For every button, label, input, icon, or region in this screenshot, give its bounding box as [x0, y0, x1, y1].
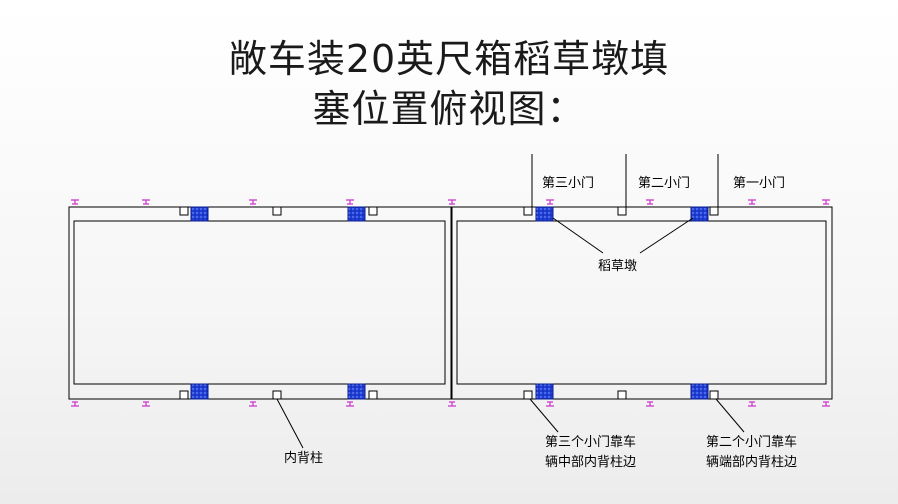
lashing-hook-icon: [748, 401, 756, 407]
lashing-hook-icon: [822, 401, 830, 407]
leader-straw-left: [552, 217, 604, 254]
lashing-hook-icon: [346, 199, 354, 205]
label-note-end-2: 辆端部内背柱边: [706, 454, 797, 470]
inner-post: [617, 206, 627, 216]
lashing-hook-icon: [249, 401, 257, 407]
straw-bale: [347, 383, 366, 400]
title-line-1: 敞车装20英尺箱稻草墩填: [228, 37, 670, 81]
lashing-hook-icon: [71, 199, 79, 205]
inner-post: [368, 390, 378, 400]
lashing-hook-icon: [822, 199, 830, 205]
straw-bale: [535, 206, 554, 222]
lashing-hook-icon: [646, 401, 654, 407]
lashing-hook-icon: [346, 401, 354, 407]
lashing-hook-icon: [546, 199, 554, 205]
container-right: [456, 220, 827, 385]
lashing-hook-icon: [448, 199, 456, 205]
label-straw: 稻草墩: [598, 259, 637, 274]
label-note-middle-1: 第三个小门靠车: [545, 434, 636, 450]
wagon-left-outer: [68, 206, 453, 400]
inner-post: [523, 390, 533, 400]
lashing-hook-icon: [748, 199, 756, 205]
straw-bale: [690, 383, 709, 400]
inner-post: [709, 390, 719, 400]
inner-post: [709, 206, 719, 216]
label-note-middle-2: 辆中部内背柱边: [545, 454, 636, 470]
container-left: [73, 220, 446, 385]
lashing-hook-icon: [71, 401, 79, 407]
inner-post: [617, 390, 627, 400]
wagon-right-outer: [450, 206, 833, 400]
straw-bale: [347, 206, 366, 222]
leader-inner-post: [276, 398, 304, 449]
inner-post: [272, 206, 282, 216]
lashing-hook-icon: [142, 401, 150, 407]
label-door-2: 第二小门: [638, 176, 690, 191]
label-note-end-1: 第二个小门靠车: [706, 434, 797, 450]
straw-bale: [690, 206, 709, 222]
lashing-hook-icon: [249, 199, 257, 205]
label-door-1: 第一小门: [733, 176, 785, 191]
inner-post: [179, 206, 189, 216]
title-line-2: 塞位置俯视图：: [312, 87, 586, 131]
straw-bale: [190, 383, 209, 400]
lashing-hook-icon: [448, 401, 456, 407]
label-inner-post: 内背柱: [284, 450, 323, 466]
leader-note-end: [715, 398, 745, 433]
inner-post: [179, 390, 189, 400]
lashing-hook-icon: [142, 199, 150, 205]
inner-post: [368, 206, 378, 216]
inner-post: [523, 206, 533, 216]
leader-note-middle: [529, 398, 559, 433]
lashing-hook-icon: [546, 401, 554, 407]
straw-bale: [535, 383, 554, 400]
leader-straw-right: [639, 217, 694, 254]
label-door-3: 第三小门: [542, 176, 594, 191]
lashing-hook-icon: [646, 199, 654, 205]
straw-bale: [190, 206, 209, 222]
inner-post: [272, 390, 282, 400]
